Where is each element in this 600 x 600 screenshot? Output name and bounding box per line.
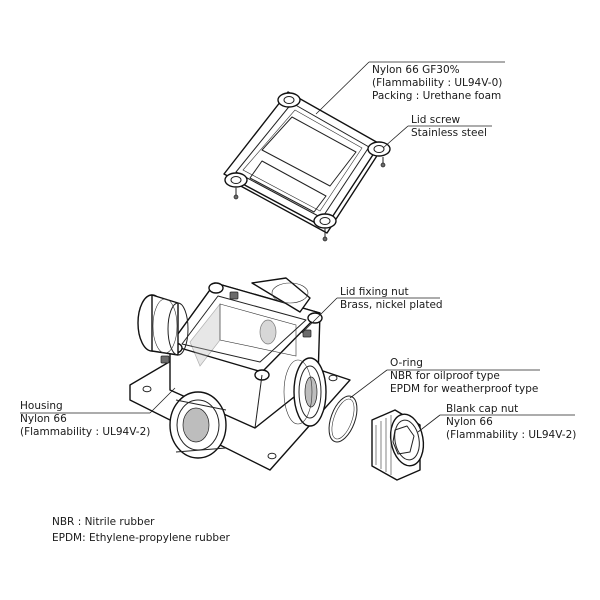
note-nbr: NBR : Nitrile rubber (52, 516, 155, 528)
blank-cap-nut-label: Blank cap nut Nylon 66 (Flammability : U… (446, 403, 576, 442)
abbreviation-notes: NBR : Nitrile rubber EPDM: Ethylene-prop… (52, 514, 230, 546)
blank-cap-nut-material: Nylon 66 (446, 416, 493, 428)
lid-screw-title: Lid screw (411, 114, 461, 126)
lid-fixing-nut-material: Brass, nickel plated (340, 299, 443, 311)
lid-drawing (223, 91, 391, 242)
blank-cap-nut-drawing (371, 409, 425, 481)
lid-flammability: (Flammability : UL94V-0) (372, 77, 503, 89)
o-ring-oilproof: NBR for oilproof type (390, 370, 500, 382)
leader-lines (20, 61, 575, 433)
lid-material: Nylon 66 GF30% (372, 64, 460, 76)
lid-label: Nylon 66 GF30% (Flammability : UL94V-0) … (372, 64, 502, 103)
note-epdm: EPDM: Ethylene-propylene rubber (52, 532, 230, 544)
o-ring-drawing (328, 395, 358, 443)
lid-screw-material: Stainless steel (411, 127, 487, 139)
lid-fixing-nut-title: Lid fixing nut (340, 286, 409, 298)
lid-screw-label: Lid screw Stainless steel (411, 114, 487, 140)
blank-cap-nut-title: Blank cap nut (446, 403, 519, 415)
housing-title: Housing (20, 400, 63, 412)
housing-material: Nylon 66 (20, 413, 67, 425)
housing-drawing (129, 277, 351, 471)
blank-cap-nut-flammability: (Flammability : UL94V-2) (446, 429, 577, 441)
housing-label: Housing Nylon 66 (Flammability : UL94V-2… (20, 400, 150, 439)
o-ring-label: O-ring NBR for oilproof type EPDM for we… (390, 357, 538, 396)
lid-fixing-nut-label: Lid fixing nut Brass, nickel plated (340, 286, 443, 312)
housing-flammability: (Flammability : UL94V-2) (20, 426, 151, 438)
lid-packing: Packing : Urethane foam (372, 90, 502, 102)
o-ring-weatherproof: EPDM for weatherproof type (390, 383, 539, 395)
o-ring-title: O-ring (390, 357, 423, 369)
